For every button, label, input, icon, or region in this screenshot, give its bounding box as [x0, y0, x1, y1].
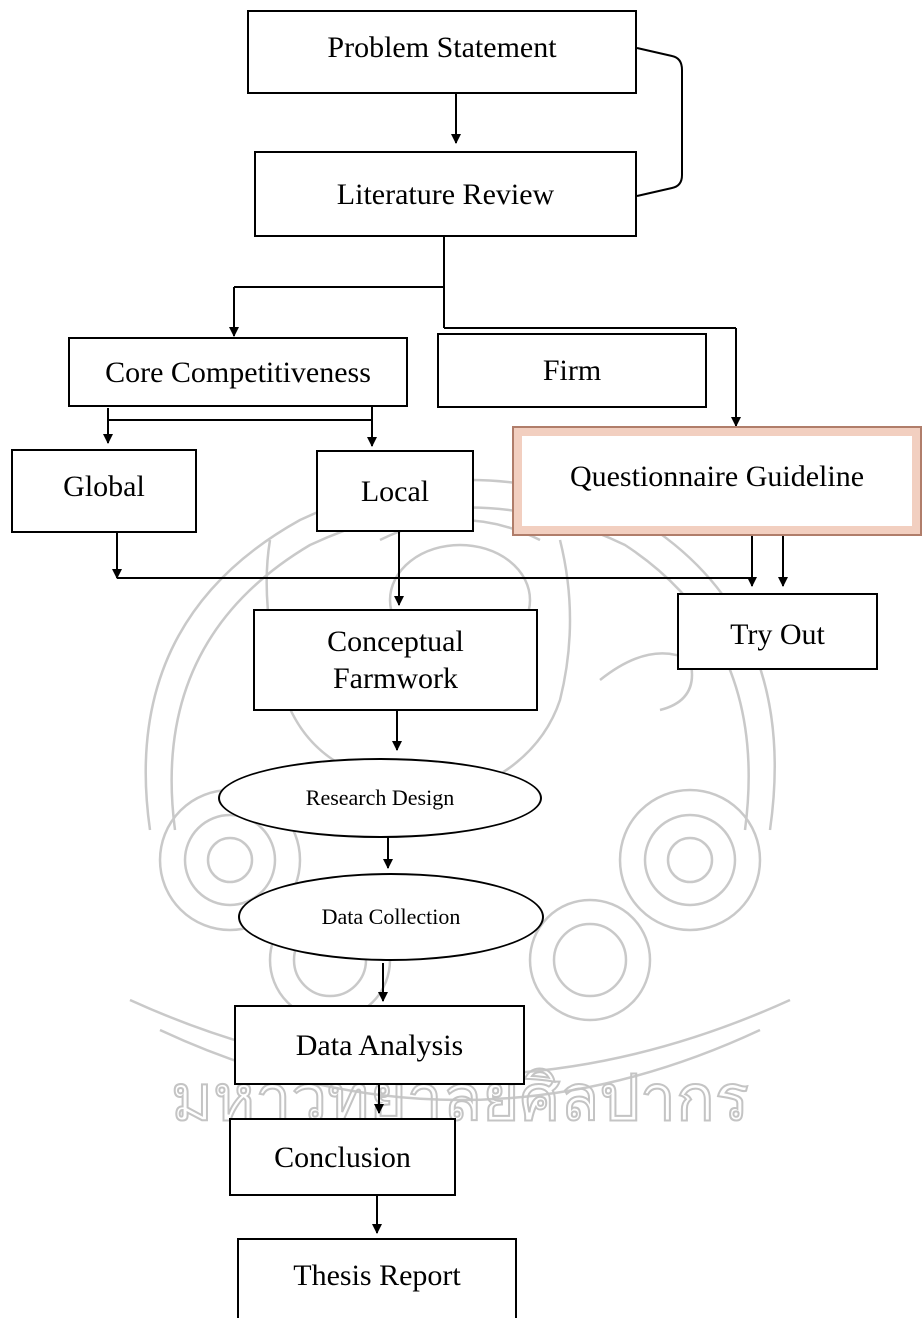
global-label: Global — [63, 470, 145, 503]
core-competitiveness-box: Core Competitiveness — [68, 337, 408, 407]
try-out-label: Try Out — [730, 618, 825, 651]
research-design-label: Research Design — [305, 785, 455, 810]
local-box: Local — [316, 450, 474, 532]
core-competitiveness-label: Core Competitiveness — [105, 355, 371, 389]
data-analysis-label: Data Analysis — [295, 1028, 464, 1062]
conceptual-framework-box: Conceptual Farmwork — [253, 609, 538, 711]
conceptual-label-line2: Farmwork — [333, 662, 458, 695]
thesis-report-box: Thesis Report — [237, 1238, 517, 1318]
literature-review-box: Literature Review — [254, 151, 637, 237]
problem-statement-label: Problem Statement — [327, 31, 557, 64]
questionnaire-guideline-inner: Questionnaire Guideline — [522, 436, 912, 526]
questionnaire-guideline-label: Questionnaire Guideline — [569, 460, 865, 493]
conclusion-label: Conclusion — [274, 1141, 411, 1174]
data-collection-oval: Data Collection — [238, 873, 544, 961]
try-out-box: Try Out — [677, 593, 878, 670]
literature-review-label: Literature Review — [336, 177, 555, 211]
conceptual-label-line1: Conceptual — [327, 624, 464, 658]
firm-label: Firm — [542, 354, 602, 387]
global-box: Global — [11, 449, 197, 533]
local-label: Local — [360, 474, 430, 508]
problem-statement-box: Problem Statement — [247, 10, 637, 94]
data-analysis-box: Data Analysis — [234, 1005, 525, 1085]
data-collection-label: Data Collection — [321, 904, 461, 929]
research-design-oval: Research Design — [218, 758, 542, 838]
feedback-bracket — [636, 47, 683, 197]
conclusion-box: Conclusion — [229, 1118, 456, 1196]
thesis-report-label: Thesis Report — [293, 1259, 461, 1292]
questionnaire-guideline-box: Questionnaire Guideline — [512, 426, 922, 536]
firm-box: Firm — [437, 333, 707, 408]
